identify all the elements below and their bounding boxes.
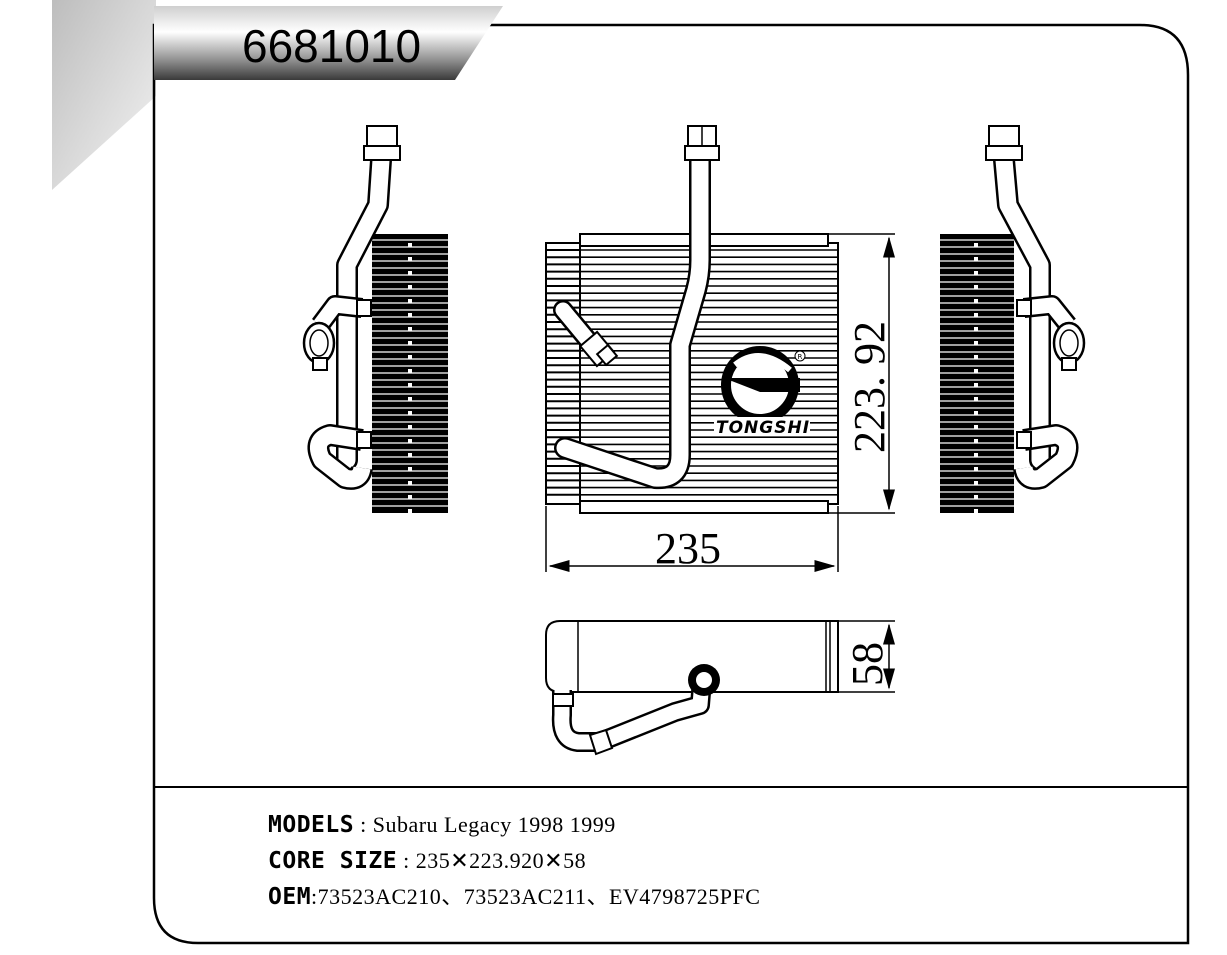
brand-logo-text: TONGSHI	[716, 418, 810, 438]
part-number-banner	[154, 6, 503, 80]
svg-text:R: R	[798, 353, 803, 361]
part-number: 6681010	[242, 20, 421, 72]
left-side-view	[302, 125, 448, 513]
brand-logo: R TONGSHI	[714, 346, 810, 438]
height-value: 223. 92	[845, 321, 894, 453]
depth-value: 58	[843, 642, 892, 686]
width-value: 235	[655, 524, 721, 573]
corner-shade	[52, 0, 156, 190]
models-sep: :	[354, 812, 373, 837]
oem-row: OEM:73523AC210、73523AC211、EV4798725PFC	[268, 884, 760, 909]
front-view: R TONGSHI	[545, 125, 839, 514]
models-row: MODELS : Subaru Legacy 1998 1999	[268, 812, 616, 837]
top-view	[545, 620, 839, 756]
right-side-view	[940, 125, 1086, 513]
height-dimension: 223. 92	[828, 233, 895, 514]
frame-border	[152, 23, 1190, 945]
core-size-sep: :	[397, 848, 416, 873]
core-size-key: CORE SIZE	[268, 848, 398, 874]
models-value: Subaru Legacy 1998 1999	[372, 812, 616, 837]
oem-sep: :	[311, 884, 318, 909]
models-key: MODELS	[268, 812, 355, 838]
oem-value: 73523AC210、73523AC211、EV4798725PFC	[317, 884, 761, 909]
core-size-value: 235✕223.920✕58	[415, 848, 587, 873]
depth-dimension: 58	[838, 620, 895, 693]
width-dimension: 235	[545, 506, 839, 573]
oem-key: OEM	[268, 884, 312, 910]
core-size-row: CORE SIZE : 235✕223.920✕58	[268, 848, 586, 873]
